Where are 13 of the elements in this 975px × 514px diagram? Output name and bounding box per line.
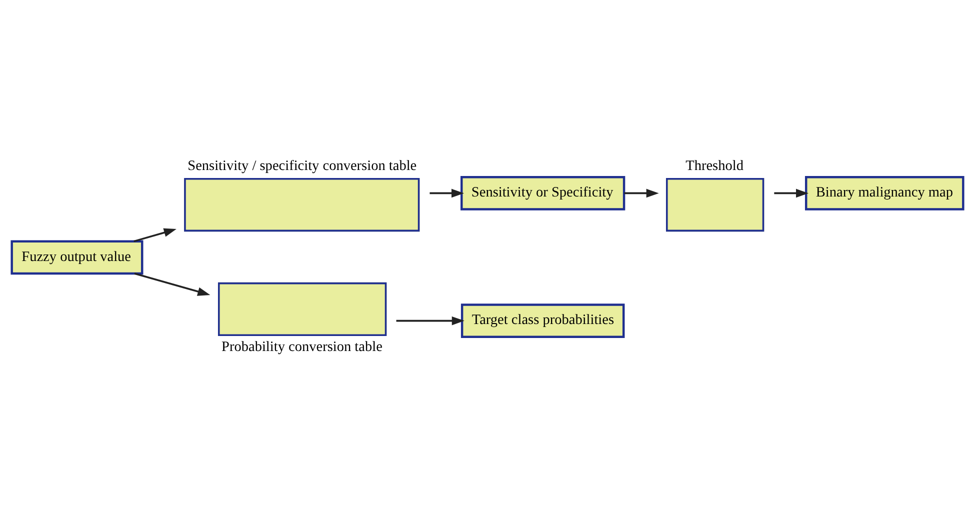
arrow bbox=[134, 228, 176, 242]
node-label: Sensitivity / specificity conversion table bbox=[188, 158, 417, 174]
arrow bbox=[774, 188, 809, 198]
arrow bbox=[396, 316, 464, 326]
arrow bbox=[134, 272, 210, 296]
node-box: Target class probabilities bbox=[460, 304, 625, 338]
node-label: Probability conversion table bbox=[222, 338, 382, 355]
node-box: Fuzzy output value bbox=[10, 240, 144, 275]
arrow bbox=[430, 188, 464, 198]
node-box: Binary malignancy map bbox=[804, 176, 964, 210]
node-label: Threshold bbox=[686, 158, 744, 174]
arrow bbox=[624, 188, 659, 198]
node-box: Sensitivity or Specificity bbox=[460, 176, 626, 210]
